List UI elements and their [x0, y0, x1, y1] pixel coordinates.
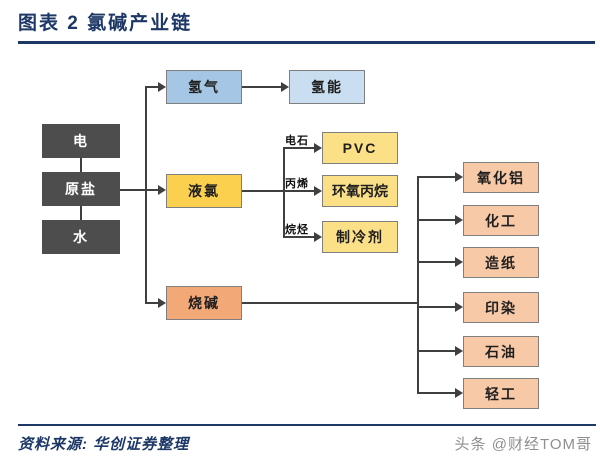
node-water-label: 水	[73, 229, 89, 245]
edge-label-alkanes: 烷烃	[285, 224, 309, 236]
footer-rule	[18, 424, 596, 426]
node-caustic-soda-label: 烧碱	[188, 295, 220, 311]
node-petroleum-label: 石油	[485, 343, 517, 360]
node-papermaking: 造纸	[463, 247, 539, 278]
node-electricity: 电	[42, 124, 120, 158]
arrowhead-icon	[455, 302, 463, 312]
node-refrigerant: 制冷剂	[322, 221, 398, 253]
node-water: 水	[42, 220, 120, 254]
node-pvc: PVC	[322, 132, 398, 164]
node-refrigerant-label: 制冷剂	[336, 229, 384, 245]
arrowhead-icon	[455, 215, 463, 225]
node-chemical-industry-label: 化工	[485, 212, 517, 229]
connector-line	[283, 147, 315, 149]
arrowhead-icon	[455, 257, 463, 267]
connector-line	[417, 261, 456, 263]
node-hydrogen-label: 氢气	[188, 79, 220, 95]
arrowhead-icon	[314, 232, 322, 242]
node-alumina: 氧化铝	[463, 162, 539, 193]
connector-line	[417, 350, 456, 352]
edge-label-calcium-carbide: 电石	[285, 135, 309, 147]
connector-line	[417, 392, 456, 394]
connector-line	[283, 190, 315, 192]
arrowhead-icon	[314, 186, 322, 196]
node-light-industry: 轻工	[463, 378, 539, 409]
connector-line	[145, 189, 159, 191]
connector-line	[120, 189, 147, 191]
node-propylene-oxide-label: 环氧丙烷	[332, 183, 388, 199]
connector-line	[283, 236, 315, 238]
arrowhead-icon	[281, 82, 289, 92]
connector-line	[417, 219, 456, 221]
toutiao-watermark: 头条 @财经TOM哥	[454, 436, 592, 453]
node-electricity-label: 电	[73, 133, 89, 149]
connector-line	[242, 190, 285, 192]
connector-line	[242, 86, 282, 88]
connector-line	[242, 302, 419, 304]
connector-line	[417, 306, 456, 308]
connector-line	[417, 176, 419, 394]
node-liquid-chlorine-label: 液氯	[188, 183, 220, 199]
node-printing-dyeing: 印染	[463, 292, 539, 323]
node-light-industry-label: 轻工	[485, 385, 517, 402]
arrowhead-icon	[455, 172, 463, 182]
arrowhead-icon	[455, 346, 463, 356]
node-liquid-chlorine: 液氯	[166, 174, 242, 208]
node-hydrogen: 氢气	[166, 70, 242, 104]
connector-line	[80, 158, 82, 172]
source-note: 资料来源: 华创证券整理	[18, 436, 190, 453]
connector-line	[283, 147, 285, 238]
connector-line	[145, 302, 159, 304]
arrowhead-icon	[455, 388, 463, 398]
arrowhead-icon	[158, 82, 166, 92]
node-papermaking-label: 造纸	[485, 254, 517, 271]
node-raw-salt-label: 原盐	[65, 181, 97, 197]
node-petroleum: 石油	[463, 336, 539, 367]
node-hydrogen-energy: 氢能	[289, 70, 365, 104]
connector-line	[417, 176, 456, 178]
arrowhead-icon	[158, 298, 166, 308]
edge-label-propylene: 丙烯	[285, 178, 309, 190]
node-chemical-industry: 化工	[463, 205, 539, 236]
figure-title: 图表 2 氯碱产业链	[18, 13, 193, 34]
node-caustic-soda: 烧碱	[166, 286, 242, 320]
node-hydrogen-energy-label: 氢能	[311, 79, 343, 95]
arrowhead-icon	[314, 143, 322, 153]
node-pvc-label: PVC	[342, 140, 378, 156]
title-underline	[18, 41, 595, 44]
connector-line	[145, 86, 147, 304]
node-alumina-label: 氧化铝	[477, 169, 525, 186]
connector-line	[145, 86, 159, 88]
node-raw-salt: 原盐	[42, 172, 120, 206]
arrowhead-icon	[158, 185, 166, 195]
connector-line	[80, 206, 82, 220]
node-printing-dyeing-label: 印染	[485, 299, 517, 316]
node-propylene-oxide: 环氧丙烷	[322, 175, 398, 207]
